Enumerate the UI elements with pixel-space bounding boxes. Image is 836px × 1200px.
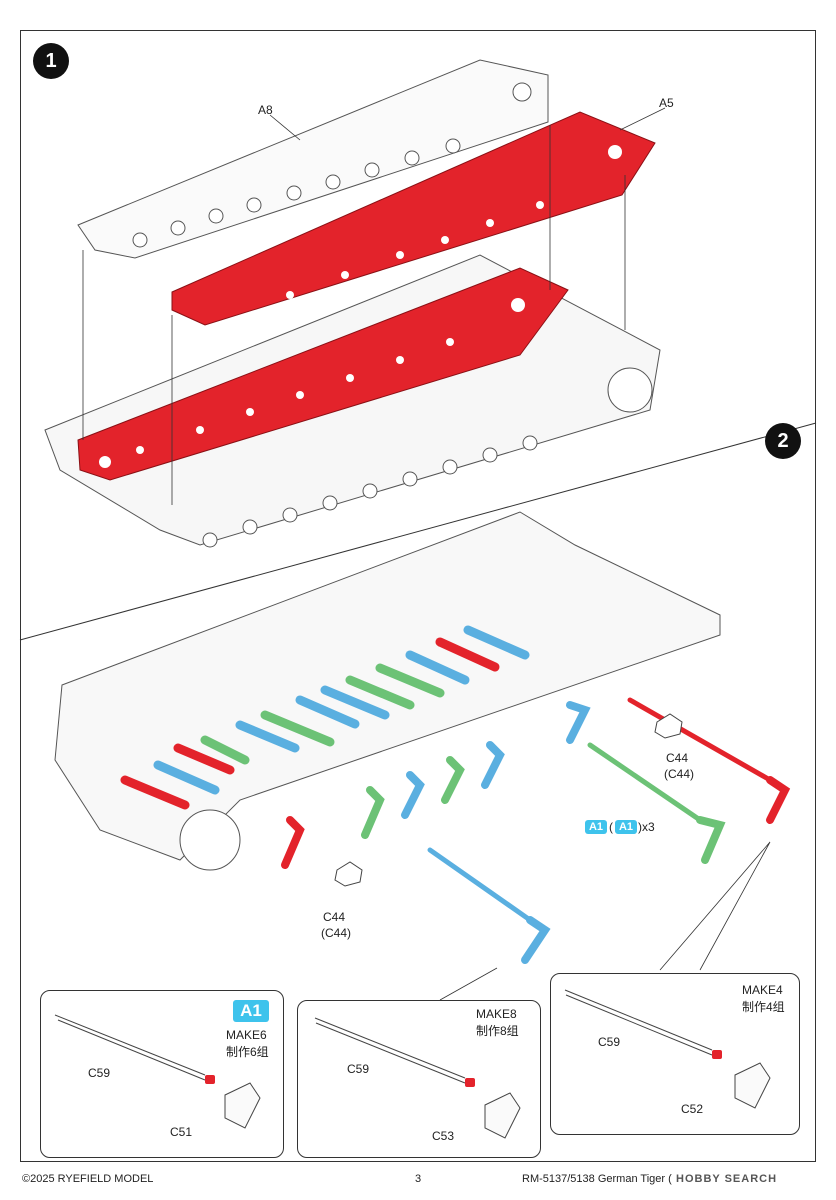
loose-parts: [281, 697, 791, 964]
label-c44-right-alt: (C44): [664, 767, 695, 781]
label-c44-left: C44: [323, 910, 346, 924]
step1-arrows: [82, 107, 666, 505]
footer-page-number: 3: [415, 1173, 422, 1185]
inset-make8-rod: C59: [347, 1062, 370, 1076]
label-a8: A8: [258, 103, 273, 117]
footer-watermark: HOBBY SEARCH: [676, 1173, 778, 1185]
footer-copyright: ©2025 RYEFIELD MODEL: [22, 1173, 154, 1185]
a5-lower-holes: [99, 298, 525, 468]
label-a5: A5: [659, 96, 674, 110]
sprocket-left: [179, 809, 241, 871]
inset-make6-rod: C59: [88, 1066, 111, 1080]
inset-make6-title-cn: 制作6组: [226, 1045, 269, 1059]
c44-parts: [334, 713, 683, 887]
inset-make8-title-cn: 制作8组: [476, 1024, 519, 1038]
inset-make4-crank: C52: [681, 1102, 704, 1116]
inset-drawings: [54, 989, 771, 1139]
hull-wheel-stations: [202, 367, 653, 548]
callout-lines: [439, 841, 771, 1001]
inset-make6: [40, 990, 284, 1158]
inset-make4: [550, 973, 800, 1135]
inset-make8: [297, 1000, 541, 1158]
inset-make6-title: MAKE6: [226, 1028, 267, 1042]
part-a5-plate-upper: [171, 111, 656, 326]
part-a8-plate: [77, 59, 549, 259]
torsion-bars: [120, 625, 530, 810]
inset-make8-title: MAKE8: [476, 1007, 517, 1021]
inset-make6-badge: A1: [233, 1000, 269, 1022]
inset-make4-title: MAKE4: [742, 983, 783, 997]
a1-callout-badge-alt: A1: [615, 820, 637, 834]
inset-make6-crank: C51: [170, 1125, 193, 1139]
a1-callout-paren: (: [609, 820, 613, 834]
inset-make8-crank: C53: [432, 1129, 455, 1143]
footer-product: RM-5137/5138 German Tiger (P) Heavy Tank: [522, 1173, 672, 1185]
step-2-marker: 2: [765, 423, 801, 459]
inset-red-joints: [205, 1050, 722, 1087]
a5-upper-holes: [286, 145, 622, 299]
step-divider: [19, 422, 817, 641]
a8-road-wheel-holes: [132, 82, 532, 248]
a1-callout-suffix: )x3: [638, 820, 655, 834]
step-1-marker: 1: [33, 43, 69, 79]
label-c44-right: C44: [666, 751, 689, 765]
label-c44-left-alt: (C44): [321, 926, 352, 940]
inset-make4-title-cn: 制作4组: [742, 1000, 785, 1014]
page-frame: [20, 30, 816, 1162]
hull-step2: [54, 511, 721, 861]
a1-callout-badge: A1: [585, 820, 607, 834]
inset-make4-rod: C59: [598, 1035, 621, 1049]
